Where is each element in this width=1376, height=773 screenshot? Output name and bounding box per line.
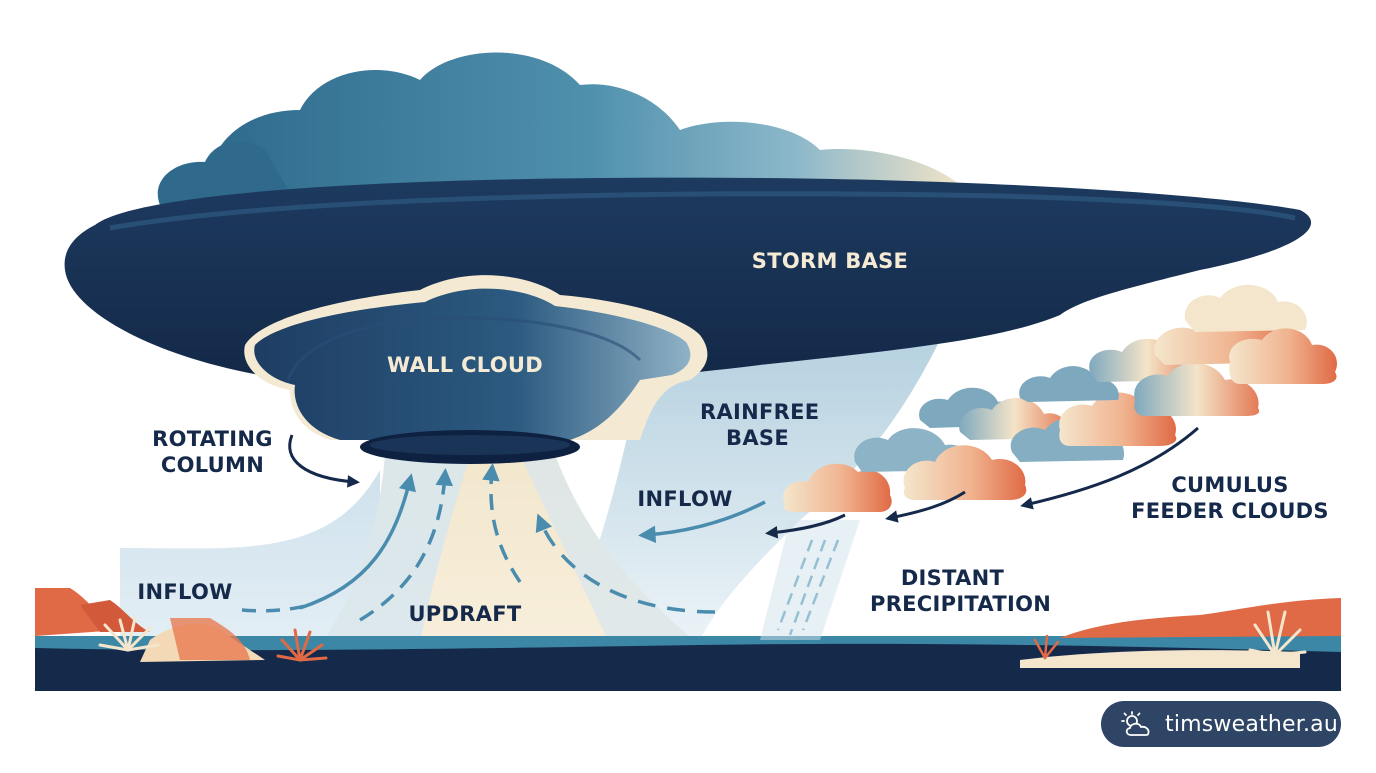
precipitation-veil	[760, 520, 860, 640]
inflow-dash-left	[241, 604, 306, 613]
rotating-column-rim	[370, 435, 570, 455]
brand-name: timsweather.au	[1165, 711, 1338, 737]
feeder-inflow-arrow-3	[765, 513, 846, 539]
wall-cloud-shape	[244, 275, 708, 440]
inflow-right-label: INFLOW	[637, 487, 733, 511]
updraft-label: UPDRAFT	[408, 602, 522, 626]
storm-base-label: STORM BASE	[751, 249, 909, 273]
brand-badge[interactable]: timsweather.au	[1101, 701, 1341, 747]
updraft-arrow-2	[359, 468, 453, 622]
feeder-inflow-arrow-1	[1020, 426, 1199, 510]
cumulus-feeder-clouds-label: CUMULUS FEEDER CLOUDS	[1131, 473, 1329, 523]
sun-cloud-icon	[1121, 711, 1150, 736]
wall-cloud-label: WALL CLOUD	[387, 353, 543, 377]
rotating-column-arrow	[288, 434, 360, 488]
right-mesas	[1020, 598, 1341, 668]
rainfree-region	[560, 340, 940, 640]
updraft-side-left	[320, 455, 470, 645]
bush-icons	[98, 610, 1307, 662]
blue-arrows	[241, 463, 766, 622]
updraft-arrow-1	[299, 473, 416, 610]
cumulus-feeder-clouds	[783, 284, 1338, 512]
updraft-arrow-3	[482, 463, 522, 583]
updraft-side-right	[520, 455, 700, 645]
feeder-inflow-arrow-2	[885, 490, 966, 523]
distant-precipitation-label: DISTANT PRECIPITATION	[870, 566, 1052, 616]
rotating-column-label: ROTATING COLUMN	[152, 427, 273, 477]
inflow-arrow-right	[638, 500, 766, 544]
inflow-field-left	[120, 470, 380, 640]
updraft-arrow-4	[535, 513, 716, 614]
ground	[35, 636, 1341, 691]
rainfree-base-label: RAINFREE BASE	[700, 400, 820, 450]
navy-arrows	[288, 426, 1199, 539]
storm-base-highlight	[109, 191, 1296, 231]
inflow-left-label: INFLOW	[137, 580, 233, 604]
